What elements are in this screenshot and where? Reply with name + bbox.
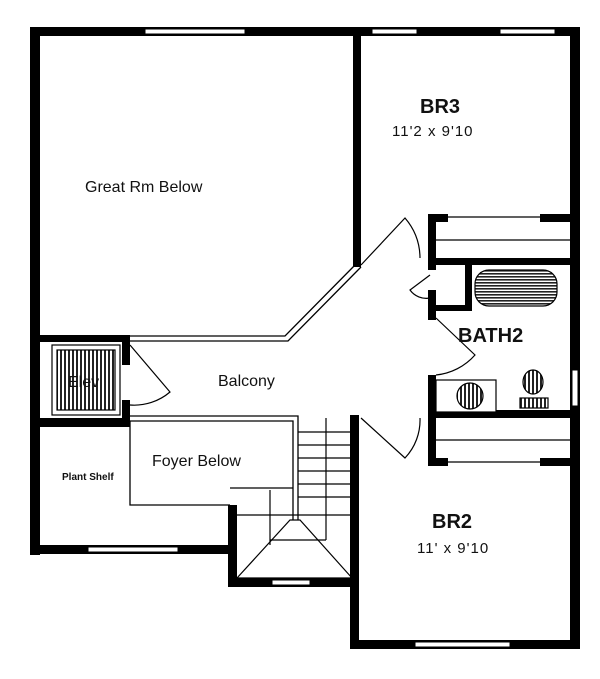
- closets: [436, 216, 570, 463]
- staircase: [232, 418, 354, 579]
- br3-label: BR3: [420, 96, 460, 118]
- toilet-tank-icon: [519, 397, 549, 409]
- plant-shelf-label: Plant Shelf: [62, 472, 114, 483]
- balcony-label: Balcony: [218, 373, 275, 390]
- doors: [129, 217, 476, 459]
- interior-walls: [40, 27, 573, 466]
- great-room-label: Great Rm Below: [85, 179, 203, 196]
- fixtures: [51, 269, 558, 416]
- windows: [87, 28, 579, 648]
- toilet-icon: [522, 369, 544, 395]
- elevator-label: Elev: [68, 374, 99, 391]
- elevator-car-icon: [56, 349, 116, 411]
- bathtub-icon: [474, 269, 558, 307]
- sink-icon: [456, 382, 484, 410]
- foyer-label: Foyer Below: [152, 453, 241, 470]
- br2-size: 11' x 9'10: [417, 540, 489, 557]
- br2-label: BR2: [432, 511, 472, 533]
- br3-size: 11'2 x 9'10: [392, 123, 474, 140]
- balcony-railing: [129, 261, 362, 520]
- bath2-label: BATH2: [458, 325, 523, 347]
